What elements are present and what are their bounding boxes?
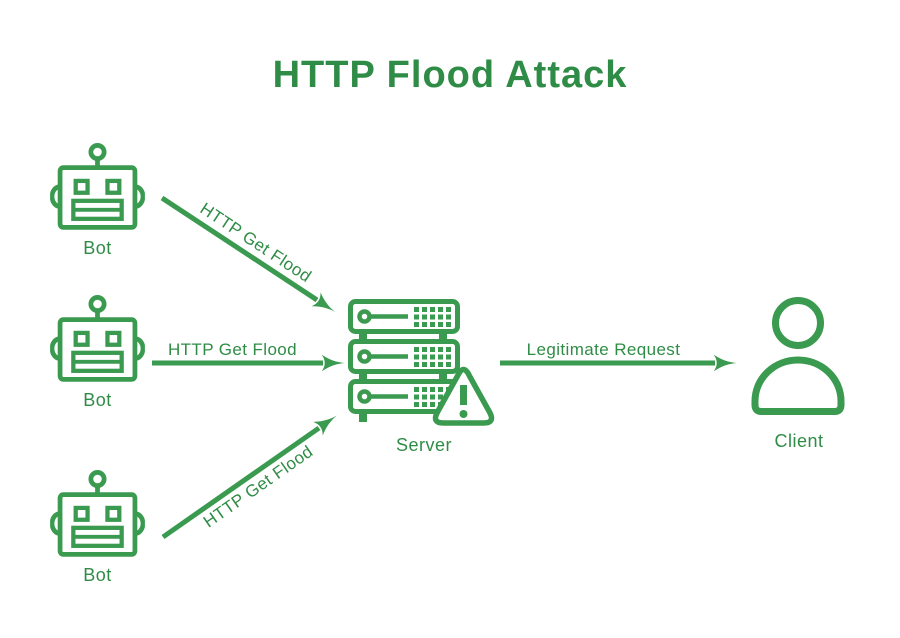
node-bot-2: Bot [50, 295, 145, 411]
bot-3-label: Bot [83, 565, 112, 585]
edge-label-http-get-flood-2: HTTP Get Flood [167, 340, 298, 359]
warning-triangle-icon [432, 366, 495, 426]
node-client: Client [750, 297, 848, 452]
server-label: Server [395, 435, 452, 455]
node-server: Server [348, 299, 500, 456]
person-icon [751, 297, 845, 415]
bot-2-label: Bot [83, 390, 112, 410]
node-bot-1: Bot [50, 143, 145, 259]
arrow-bot3-to-server [161, 415, 337, 540]
robot-head-icon [50, 143, 145, 234]
edge-label-legitimate-request: Legitimate Request [526, 340, 681, 359]
arrow-bot1-to-server [160, 195, 336, 312]
client-label: Client [774, 431, 824, 451]
robot-head-icon [50, 470, 145, 561]
server-rack-icon [348, 299, 495, 426]
page-title: HTTP Flood Attack [272, 54, 628, 96]
robot-head-icon [50, 295, 145, 386]
node-bot-3: Bot [50, 470, 145, 586]
bot-1-label: Bot [83, 238, 112, 258]
